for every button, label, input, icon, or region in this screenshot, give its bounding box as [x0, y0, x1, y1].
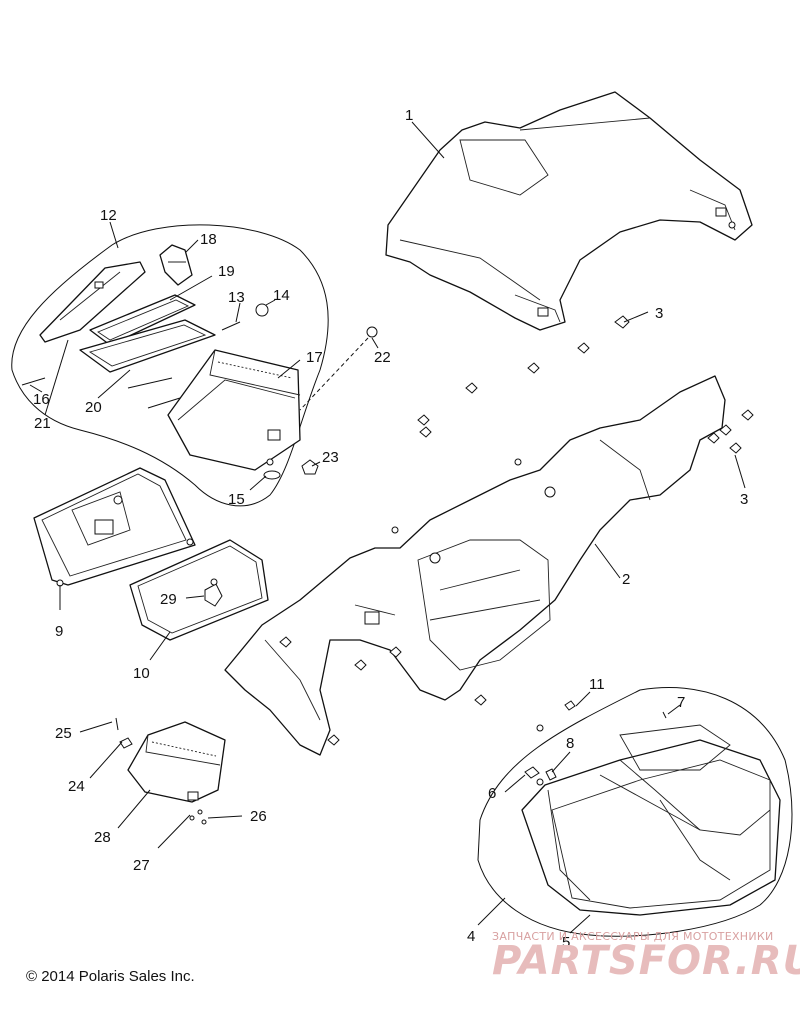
part-1-dash-cover — [385, 91, 753, 331]
callout-13: 13 — [228, 289, 245, 306]
part-18-latch — [159, 244, 193, 286]
callout-27: 27 — [133, 857, 150, 874]
parts-6-7-8-11-fasteners — [524, 700, 667, 786]
part-5-box-seal — [551, 759, 771, 909]
callout-20: 20 — [85, 399, 102, 416]
callout-18: 18 — [200, 231, 217, 248]
callout-3-b: 3 — [740, 491, 748, 508]
part-3-push-clips — [279, 315, 754, 746]
callout-22: 22 — [374, 349, 391, 366]
leader-lines — [29, 121, 746, 934]
part-17-glovebox-bin — [167, 349, 301, 471]
part-28-small-bin — [127, 721, 226, 803]
watermark-logo: PARTSFOR.RU — [492, 938, 800, 984]
callout-14: 14 — [273, 287, 290, 304]
part-22-clip — [366, 326, 378, 338]
callout-4: 4 — [467, 928, 475, 945]
callout-labels: 1 2 3 3 4 5 6 7 8 9 10 11 12 13 14 15 16… — [33, 107, 748, 951]
callout-19: 19 — [218, 263, 235, 280]
rear-box-group-outline — [477, 687, 793, 937]
part-23-nut — [301, 459, 319, 475]
callout-16: 16 — [33, 391, 50, 408]
callout-12: 12 — [100, 207, 117, 224]
callout-28: 28 — [94, 829, 111, 846]
callout-23: 23 — [322, 449, 339, 466]
small-fasteners — [21, 303, 281, 480]
part-2-dash-frame — [224, 375, 726, 756]
part-10-gasket — [129, 539, 269, 641]
callout-1: 1 — [405, 107, 413, 124]
callout-10: 10 — [133, 665, 150, 682]
callout-25: 25 — [55, 725, 72, 742]
callout-7: 7 — [677, 694, 685, 711]
part-19-seal — [89, 294, 196, 346]
callout-3-a: 3 — [655, 305, 663, 322]
callout-24: 24 — [68, 778, 85, 795]
parts-group-outline — [11, 224, 329, 507]
parts-24-25-26-27-fasteners — [115, 717, 207, 825]
callout-8: 8 — [566, 735, 574, 752]
part-9-glovebox-door — [33, 467, 196, 587]
callout-9: 9 — [55, 623, 63, 640]
part-4-storage-box — [521, 724, 781, 916]
watermark-tagline: ЗАПЧАСТИ И АКСЕССУАРЫ ДЛЯ МОТОТЕХНИКИ — [492, 930, 774, 943]
copyright-notice: © 2014 Polaris Sales Inc. — [26, 968, 195, 985]
callout-15: 15 — [228, 491, 245, 508]
callout-11: 11 — [589, 676, 605, 693]
callout-5: 5 — [562, 934, 570, 951]
dashed-leader — [299, 337, 369, 411]
callout-29: 29 — [160, 591, 177, 608]
callout-21: 21 — [34, 415, 51, 432]
callout-2: 2 — [622, 571, 630, 588]
callout-17: 17 — [306, 349, 323, 366]
part-20-seal — [79, 319, 216, 373]
part-29-hinge — [204, 578, 223, 607]
part-12-glovebox-lid — [39, 261, 146, 343]
callout-26: 26 — [250, 808, 267, 825]
callout-6: 6 — [488, 785, 496, 802]
